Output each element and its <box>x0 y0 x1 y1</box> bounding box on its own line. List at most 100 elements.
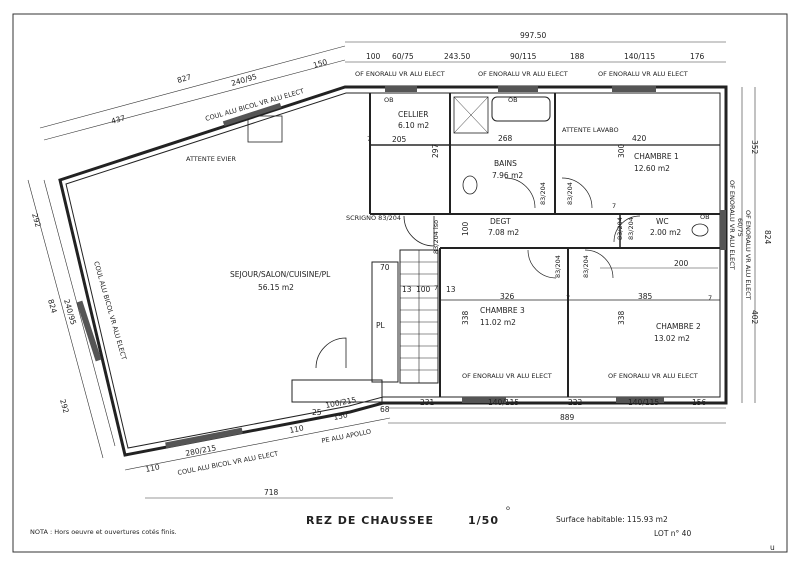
outer-wall-inner <box>65 92 721 449</box>
window-label: OF ENORALU VR ALU ELECT <box>728 180 736 270</box>
dimension-lines <box>27 41 756 499</box>
dim-label: 7 <box>612 202 616 210</box>
surface-label: Surface habitable: 115.93 m2 <box>556 515 668 524</box>
dim-label: 140/115 <box>488 398 519 407</box>
lot-label: LOT n° 40 <box>654 529 691 538</box>
window-label: COUL ALU BICOL VR ALU ELECT <box>92 260 128 361</box>
room-area: 2.00 m2 <box>650 228 681 237</box>
dim-label: 90/115 <box>510 52 537 61</box>
dim-label: 292 <box>58 398 71 414</box>
room-area: 11.02 m2 <box>480 318 516 327</box>
note-label: 83/204 iso <box>432 220 440 254</box>
dim-label: 83/204 <box>539 182 547 205</box>
room-area: 13.02 m2 <box>654 334 690 343</box>
room-area: 12.60 m2 <box>634 164 670 173</box>
ob-label: OB <box>700 213 710 221</box>
dim-label: 297 <box>431 143 440 158</box>
dim-label: 338 <box>461 310 470 325</box>
scale-mark: o <box>506 504 510 512</box>
dim-label: 205 <box>392 135 407 144</box>
dim-label: 70 <box>380 263 390 272</box>
dim-label: 7 <box>708 294 712 302</box>
room-name: WC <box>656 217 669 226</box>
dim-label: 7 <box>434 284 438 292</box>
dim-label: 140/115 <box>624 52 655 61</box>
dim-label: 718 <box>264 488 279 497</box>
dim-label: 100 <box>366 52 381 61</box>
dim-label: 280/215 <box>185 443 218 458</box>
dim-label: 326 <box>500 292 515 301</box>
dim-label: 100 <box>416 285 431 294</box>
note-label: ATTENTE LAVABO <box>562 126 619 134</box>
dim-label: 889 <box>560 413 575 422</box>
window-label: OF ENORALU VR ALU ELECT <box>355 70 445 78</box>
dim-label: 243.50 <box>444 52 470 61</box>
toilet-bains <box>462 175 478 195</box>
room-name: DEGT <box>490 217 511 226</box>
room-name: BAINS <box>494 159 517 168</box>
dim-label: 150 <box>312 57 328 70</box>
dim-label: 25 <box>312 408 322 417</box>
dim-label: 292 <box>30 212 43 228</box>
dim-label: 437 <box>110 113 126 126</box>
dim-label: 420 <box>632 134 647 143</box>
dim-label: 268 <box>498 134 513 143</box>
dim-label: 188 <box>570 52 585 61</box>
window-label: OF ENORALU VR ALU ELECT <box>608 372 698 380</box>
room-name: CHAMBRE 2 <box>656 322 701 331</box>
dim-label: 385 <box>638 292 653 301</box>
dim-label: 222 <box>568 398 583 407</box>
dim-label: 240/95 <box>62 298 78 326</box>
room-area: 56.15 m2 <box>258 283 294 292</box>
note-label: SCRIGNO 83/204 <box>346 214 401 222</box>
room-name: PL <box>376 321 386 330</box>
room-name: CELLIER <box>398 110 429 119</box>
dim-label: 150 <box>333 410 349 422</box>
dim-label: 156 <box>692 398 707 407</box>
room-area: 6.10 m2 <box>398 121 429 130</box>
bathtub <box>491 96 551 122</box>
dim-label: 83/204 <box>582 255 590 278</box>
dim-label: 827 <box>176 72 192 85</box>
dim-label: 13 <box>402 285 412 294</box>
dim-label: 110 <box>145 462 161 474</box>
sheet-scale: 1/50 <box>468 514 499 527</box>
dim-overall-top: 997.50 <box>520 31 546 40</box>
dim-label: 60/75 <box>392 52 414 61</box>
ob-label: OB <box>384 96 394 104</box>
room-name: SEJOUR/SALON/CUISINE/PL <box>230 270 331 279</box>
dim-label: 83/204 <box>554 255 562 278</box>
dim-label: 338 <box>617 310 626 325</box>
dim-label: 200 <box>674 259 689 268</box>
window-label: OF ENORALU VR ALU ELECT <box>598 70 688 78</box>
toilet-wc <box>691 223 709 237</box>
note-text: NOTA : Hors oeuvre et ouvertures cotés f… <box>30 528 177 536</box>
dim-label: 7 <box>566 294 570 302</box>
dim-label: 176 <box>690 52 705 61</box>
kitchen-sink <box>247 115 283 143</box>
dim-label: 7 <box>367 135 371 143</box>
ob-label: OB <box>508 96 518 104</box>
window-label: OF ENORALU VR ALU ELECT <box>478 70 568 78</box>
dim-label: 13 <box>446 285 456 294</box>
dim-label: 83/204 <box>616 217 624 240</box>
dim-label: 100 <box>461 221 470 236</box>
signature: u <box>770 543 775 552</box>
window-label: OF ENORALU VR ALU ELECT <box>744 210 752 300</box>
room-area: 7.08 m2 <box>488 228 519 237</box>
sheet-title: REZ DE CHAUSSEE <box>306 514 434 527</box>
dim-label: 240/95 <box>230 72 258 88</box>
windows <box>76 86 726 449</box>
room-area: 7.96 m2 <box>492 171 523 180</box>
dim-label: 83/204 <box>627 217 635 240</box>
dim-label: 60/75 <box>736 218 744 237</box>
dim-label: 68 <box>380 405 390 414</box>
dim-label: 402 <box>750 310 759 325</box>
dim-label: 824 <box>763 230 772 245</box>
dim-label: 140/115 <box>628 398 659 407</box>
dim-label: 824 <box>46 298 59 314</box>
dim-label: 110 <box>289 423 305 435</box>
dim-label: 231 <box>420 398 435 407</box>
dim-label: 83/204 <box>566 182 574 205</box>
room-name: CHAMBRE 3 <box>480 306 525 315</box>
